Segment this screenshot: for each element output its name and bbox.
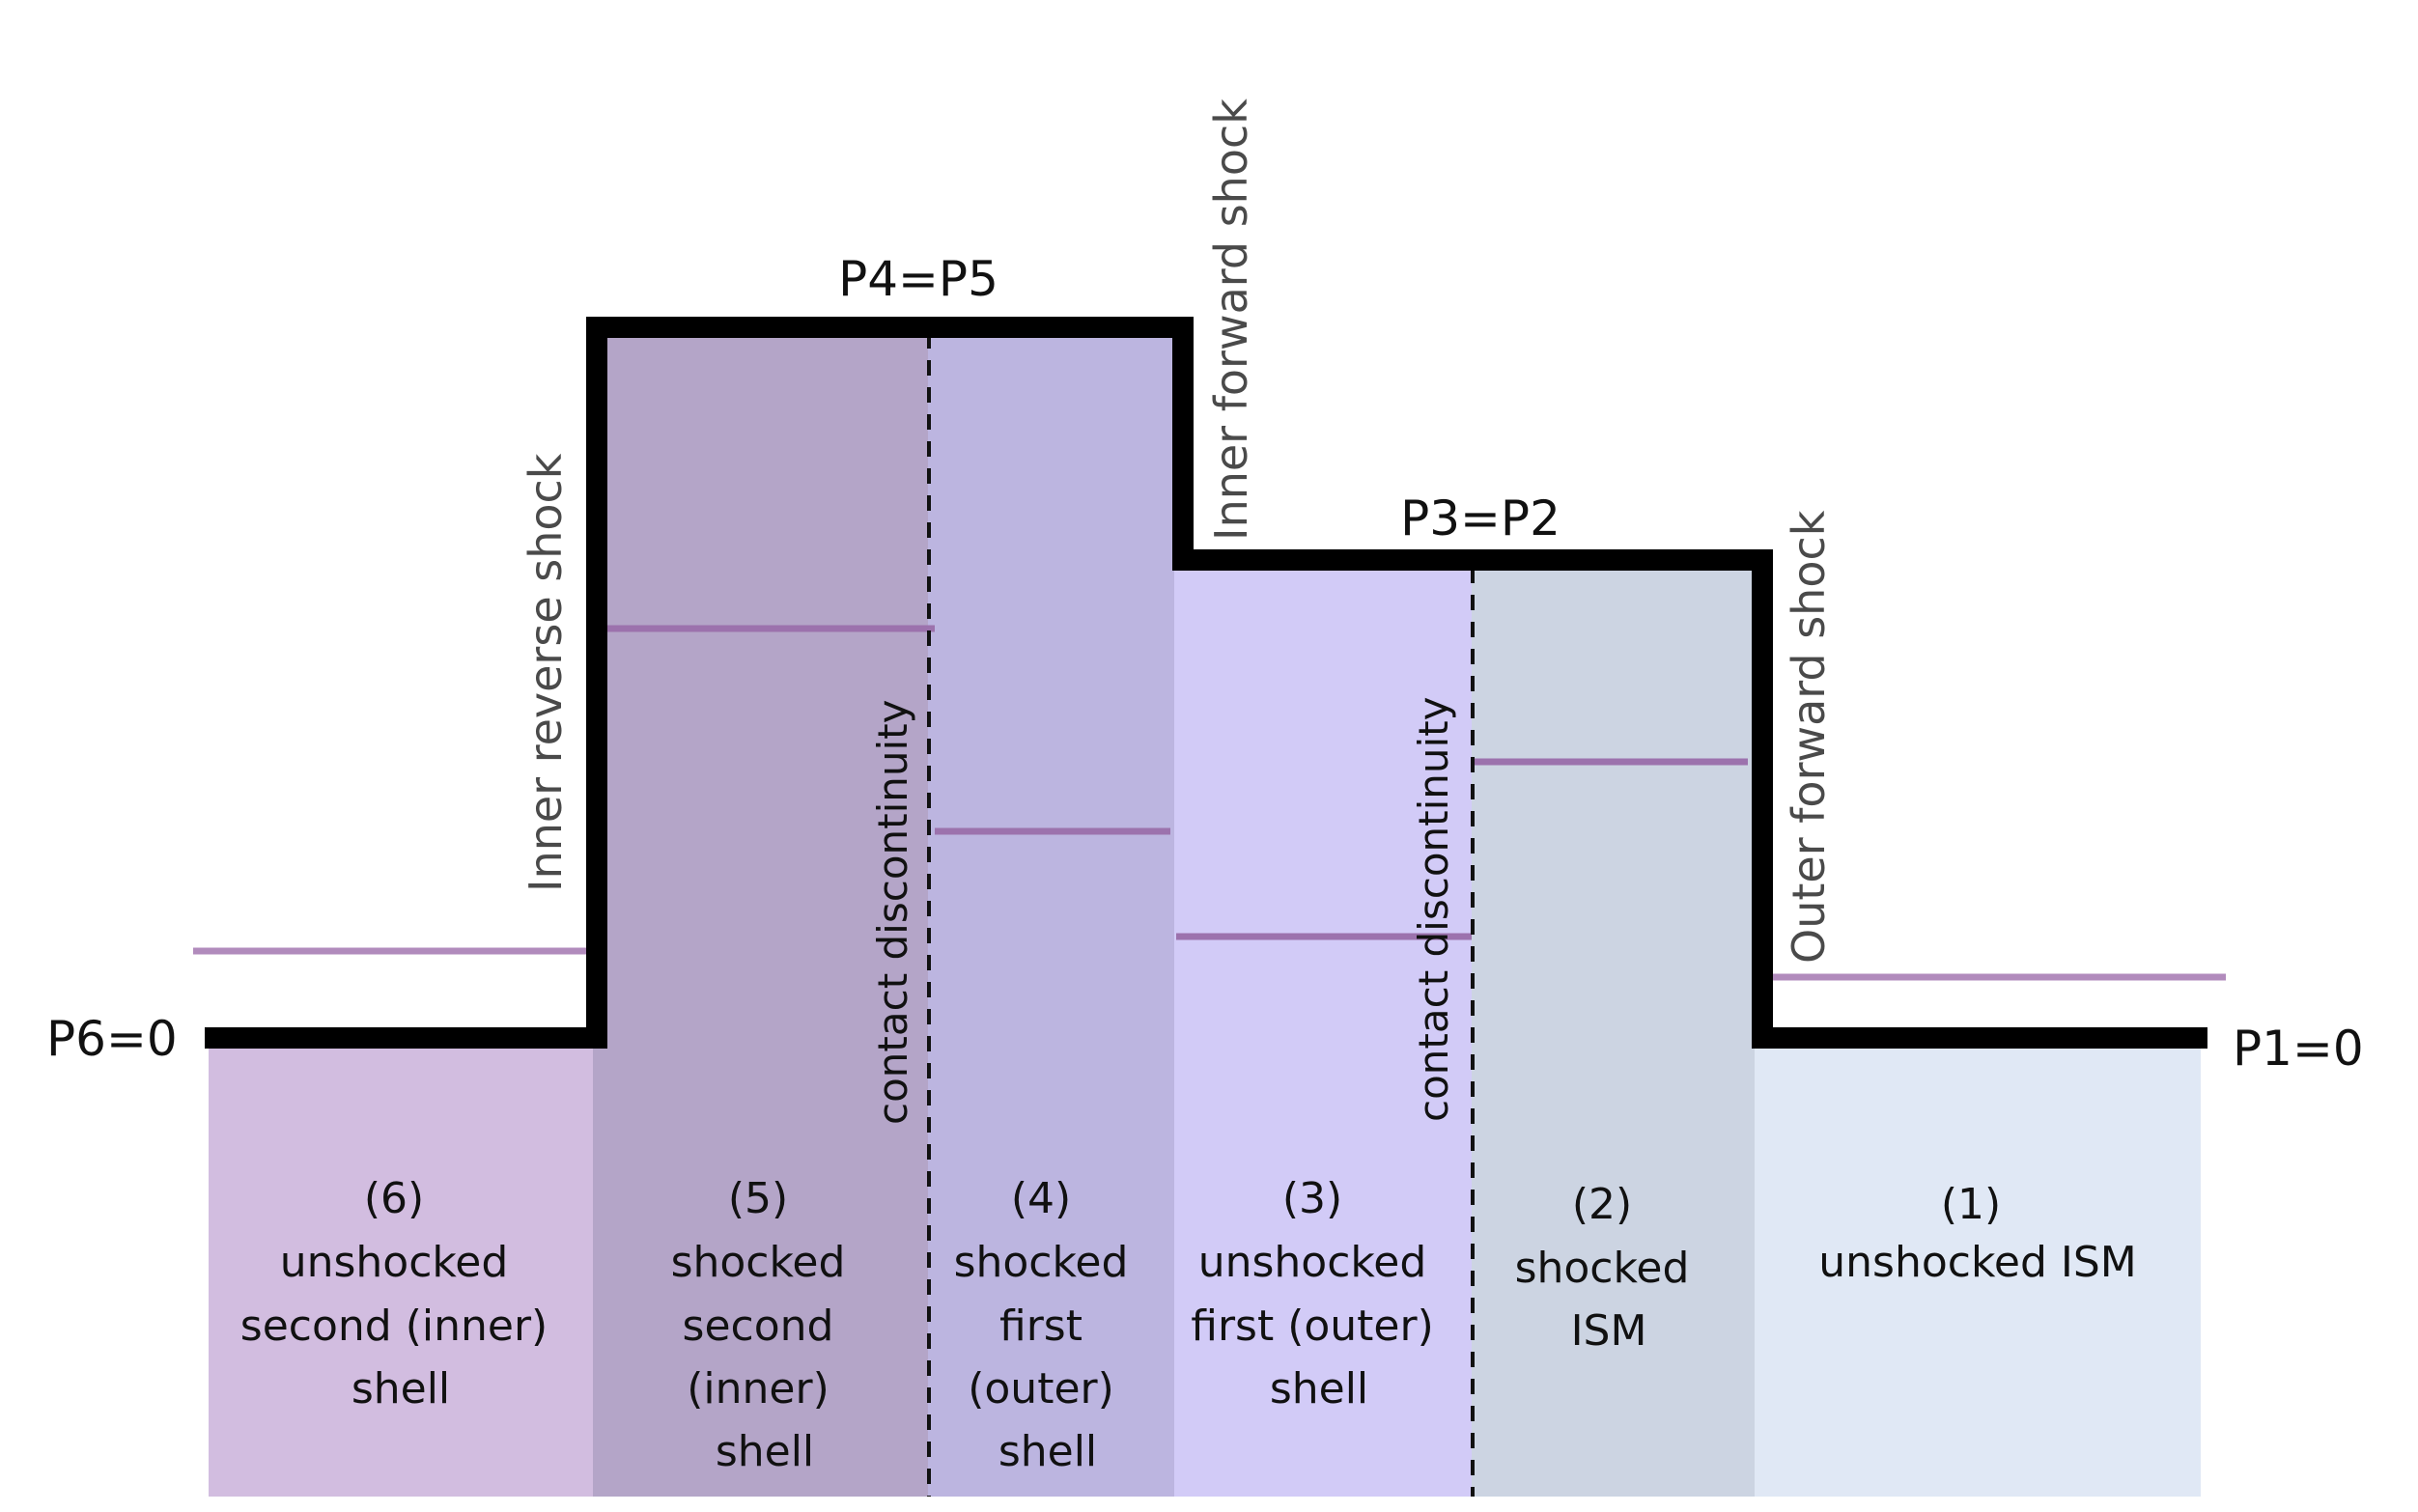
region-5-line-5: shell <box>716 1427 814 1476</box>
outer-forward-shock-label: Outer forward shock <box>1783 510 1835 964</box>
density-lines <box>193 625 2226 981</box>
region-2-fill <box>1472 565 1755 1497</box>
region-6-line-4: shell <box>351 1364 450 1414</box>
region-4-fill <box>928 333 1174 1497</box>
contact-discontinuity-label-right: contact discontinuity <box>1410 696 1457 1122</box>
region-5-line-2: shocked <box>671 1238 846 1287</box>
pressure-label-p4-p5: P4=P5 <box>838 251 998 307</box>
region-6-label: (6) unshocked second (inner) shell <box>240 1174 561 1414</box>
region-labels: (6) unshocked second (inner) shell (5) s… <box>240 1174 2137 1476</box>
region-3-line-3: first (outer) <box>1191 1302 1434 1351</box>
region-6-fill <box>209 1038 593 1497</box>
pressure-label-p1: P1=0 <box>2233 1021 2364 1077</box>
region-3-line-1: (3) <box>1282 1174 1342 1223</box>
region-2-line-1: (2) <box>1572 1180 1632 1229</box>
region-3-fill <box>1174 565 1472 1497</box>
region-5-line-3: second <box>683 1302 834 1351</box>
region-4-label: (4) shocked first (outer) shell <box>954 1174 1142 1476</box>
region-5-line-4: (inner) <box>687 1364 829 1414</box>
region-4-line-3: first <box>999 1302 1082 1351</box>
region-1-line-1: (1) <box>1941 1180 2001 1229</box>
region-3-line-4: shell <box>1270 1364 1368 1414</box>
region-6-line-2: unshocked <box>280 1238 509 1287</box>
region-2-line-2: shocked <box>1515 1244 1690 1293</box>
region-4-line-5: shell <box>998 1427 1097 1476</box>
pressure-label-p6: P6=0 <box>46 1011 178 1067</box>
region-4-line-1: (4) <box>1011 1174 1071 1223</box>
contact-discontinuity-label-left: contact discontinuity <box>869 699 916 1125</box>
region-4-line-4: (outer) <box>968 1364 1114 1414</box>
region-5-fill <box>593 333 928 1497</box>
region-2-label: (2) shocked ISM <box>1515 1180 1703 1356</box>
pressure-profile-line <box>205 317 2207 1049</box>
region-1-line-2: unshocked ISM <box>1818 1238 2136 1287</box>
region-2-line-3: ISM <box>1571 1306 1647 1356</box>
region-5-line-1: (5) <box>728 1174 788 1223</box>
region-6-line-1: (6) <box>364 1174 424 1223</box>
inner-reverse-shock-label: Inner reverse shock <box>520 453 572 892</box>
region-4-line-2: shocked <box>954 1238 1129 1287</box>
region-3-line-2: unshocked <box>1198 1238 1427 1287</box>
region-1-label: (1) unshocked ISM <box>1818 1180 2136 1287</box>
contact-discontinuities <box>927 333 1475 1497</box>
region-6-line-3: second (inner) <box>240 1302 548 1351</box>
pressure-label-p3-p2: P3=P2 <box>1400 490 1560 546</box>
region-5-label: (5) shocked second (inner) shell <box>671 1174 859 1476</box>
region-3-label: (3) unshocked first (outer) shell <box>1191 1174 1448 1414</box>
region-fills <box>209 333 2201 1497</box>
region-1-fill <box>1755 1038 2201 1497</box>
inner-forward-shock-label: Inner forward shock <box>1205 98 1257 541</box>
